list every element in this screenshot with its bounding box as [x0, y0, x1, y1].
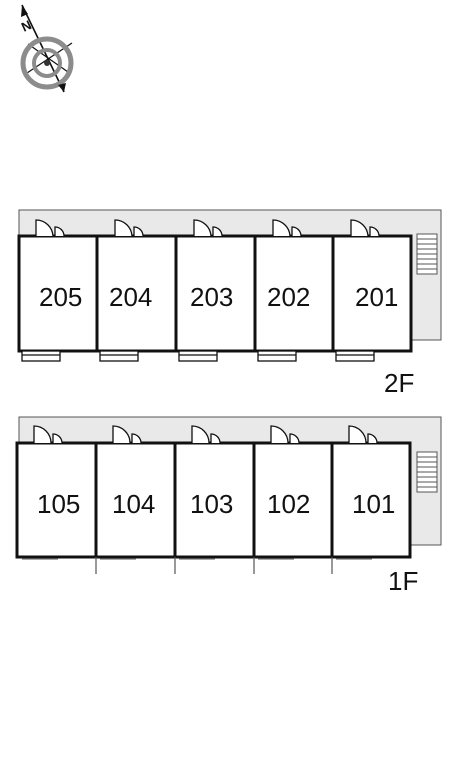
unit-104: 104	[112, 489, 155, 519]
door-icons-2f	[35, 219, 380, 237]
unit-205: 205	[39, 282, 82, 312]
compass-rose-icon: N	[19, 4, 74, 93]
unit-102: 102	[267, 489, 310, 519]
balcony-icons-2f	[21, 350, 375, 362]
unit-204: 204	[109, 282, 152, 312]
unit-201: 201	[355, 282, 398, 312]
staircase-icon	[416, 451, 438, 493]
door-icons-1f	[33, 425, 378, 444]
floor-label-1f: 1F	[388, 566, 418, 596]
unit-101: 101	[352, 489, 395, 519]
floor-1f: 105 104 103 102 101 1F	[15, 416, 442, 596]
unit-203: 203	[190, 282, 233, 312]
unit-202: 202	[267, 282, 310, 312]
floor-label-2f: 2F	[384, 368, 414, 398]
unit-105: 105	[37, 489, 80, 519]
unit-103: 103	[190, 489, 233, 519]
staircase-icon	[416, 233, 438, 275]
floor-2f: 205 204 203 202 201 2F	[17, 209, 442, 398]
